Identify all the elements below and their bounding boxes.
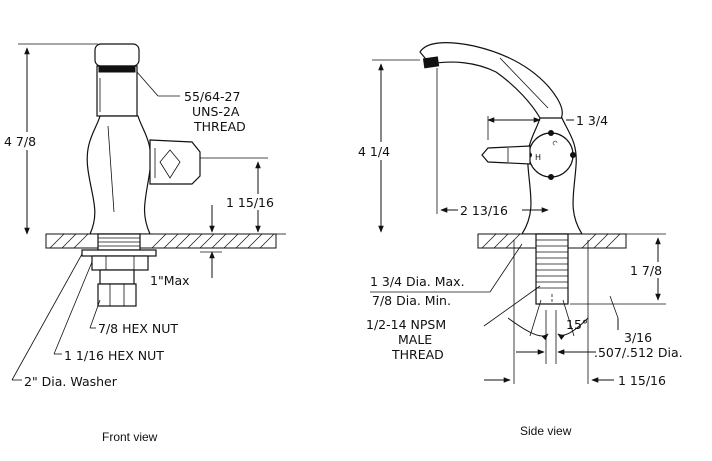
side-lever-tip — [422, 56, 440, 69]
side-width-label: 1 15/16 — [618, 373, 666, 388]
front-height-label: 4 7/8 — [4, 134, 36, 149]
side-dial-dot-right — [570, 152, 576, 158]
front-max-label: 1"Max — [150, 273, 190, 288]
front-counter-hatch — [49, 233, 275, 249]
front-outlet-label: 1 15/16 — [226, 195, 274, 210]
side-shank-label: 1 7/8 — [630, 263, 662, 278]
side-angle-line-right — [562, 299, 575, 337]
front-nut-large-label: 1 1/16 HEX NUT — [64, 348, 164, 363]
side-view-caption: Side view — [520, 424, 572, 438]
side-shank-threads — [536, 239, 568, 289]
front-handle-grip — [159, 149, 181, 179]
side-handle-label: 1 3/4 — [576, 113, 608, 128]
front-stem — [96, 65, 138, 117]
side-tip-leader — [609, 295, 619, 319]
front-body-highlight — [107, 125, 115, 213]
side-dial-mark-c: C — [550, 139, 558, 147]
front-outlet-label-bg — [222, 194, 292, 210]
front-cap — [94, 43, 140, 67]
side-thread-line2: MALE — [398, 332, 432, 347]
side-thread-line1: 1/2-14 NPSM — [366, 317, 446, 332]
front-nut-small-label: 7/8 HEX NUT — [98, 321, 178, 336]
side-tip-label: 3/16 — [624, 330, 652, 345]
side-dia-max-label: 1 3/4 Dia. Max. — [370, 274, 465, 289]
side-thread-leader — [483, 285, 541, 327]
front-handle — [149, 139, 201, 185]
side-dial-mark-h: H — [535, 153, 541, 162]
front-thread-band — [98, 66, 136, 73]
side-angle-arc-left — [507, 317, 549, 341]
side-angle-label: 15° — [566, 317, 588, 332]
side-tipdia-label: .507/.512 Dia. — [594, 345, 683, 360]
front-thread-line2: UNS-2A — [192, 104, 240, 119]
side-thread-line3: THREAD — [391, 347, 444, 362]
front-nut-small-leader — [89, 299, 101, 329]
front-hex-nut-small — [97, 283, 137, 307]
side-dial-dot-bottom — [548, 174, 554, 180]
front-height-label-bg — [2, 132, 52, 150]
side-shank-label-bg — [626, 262, 680, 278]
side-angle-line-left — [529, 299, 542, 337]
side-lever-highlight — [499, 57, 549, 109]
side-dia-max-leader — [489, 243, 523, 293]
front-thread-line3: THREAD — [193, 119, 246, 134]
side-height-label-bg — [356, 142, 408, 160]
side-angle-arc-right — [557, 317, 589, 341]
front-washer-leader — [11, 253, 83, 381]
front-body — [86, 115, 152, 235]
side-dia-min-label: 7/8 Dia. Min. — [372, 293, 451, 308]
front-lower-shank — [99, 269, 135, 285]
front-thread-leader — [136, 71, 159, 97]
side-counter-hatch — [481, 233, 621, 249]
front-washer — [81, 249, 157, 257]
front-thread-line1: 55/64-27 — [184, 89, 240, 104]
side-height-label: 4 1/4 — [358, 144, 390, 159]
front-washer-label: 2" Dia. Washer — [24, 374, 118, 389]
front-nut-large-leader — [53, 261, 93, 355]
side-reach-label: 2 13/16 — [460, 203, 508, 218]
side-lever — [419, 42, 563, 121]
side-handle — [481, 145, 531, 165]
front-counter — [45, 233, 277, 249]
front-view-caption: Front view — [102, 430, 158, 444]
front-shank-threads — [98, 237, 140, 247]
side-shank — [535, 233, 569, 305]
side-dial-dot-top — [548, 130, 554, 136]
front-hex-nut-large — [91, 255, 149, 271]
side-reach-label-bg — [458, 202, 522, 218]
side-view: 4 1/4 H C 1 3/4 2 13/16 — [356, 42, 683, 438]
front-view: 4 7/8 55/64-27 UNS-2A THREAD 1 15/16 — [2, 43, 292, 444]
